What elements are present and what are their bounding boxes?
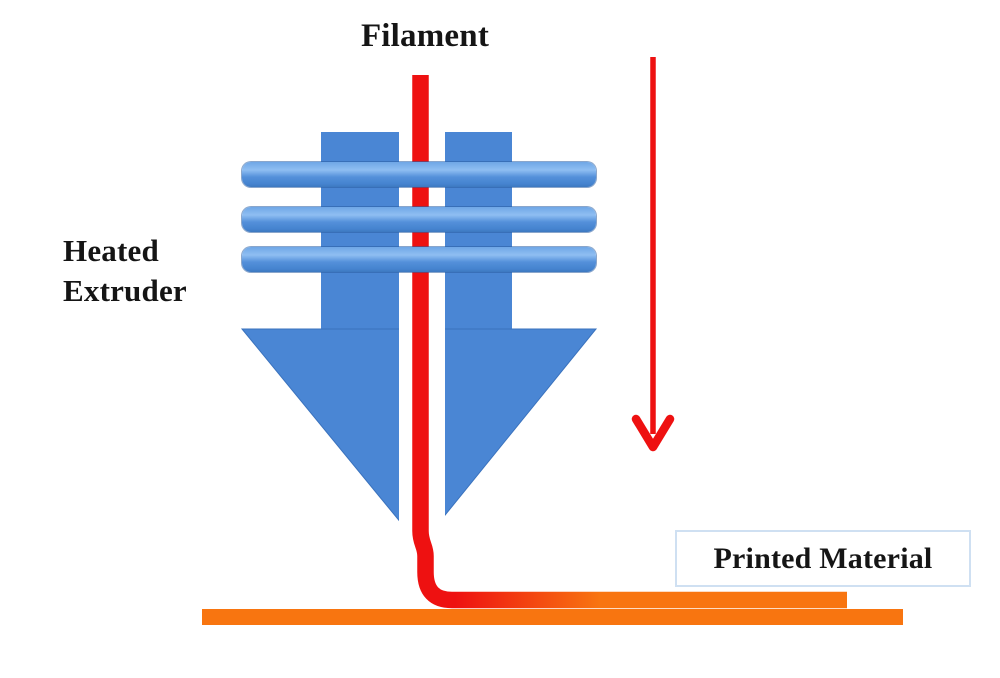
heater-bar-1 <box>242 162 596 187</box>
filament-label: Filament <box>360 18 490 54</box>
heated-extruder-label: Heated Extruder <box>63 233 187 308</box>
heater-bar-3 <box>242 247 596 272</box>
motion-arrow-down <box>631 57 675 452</box>
filament-line <box>412 75 847 609</box>
printed-material-bar <box>202 609 903 625</box>
motion-arrow-head <box>631 414 675 452</box>
heater-bar-2 <box>242 207 596 232</box>
printed-material-label-box: Printed Material <box>675 530 971 587</box>
printed-material-label: Printed Material <box>713 541 933 575</box>
